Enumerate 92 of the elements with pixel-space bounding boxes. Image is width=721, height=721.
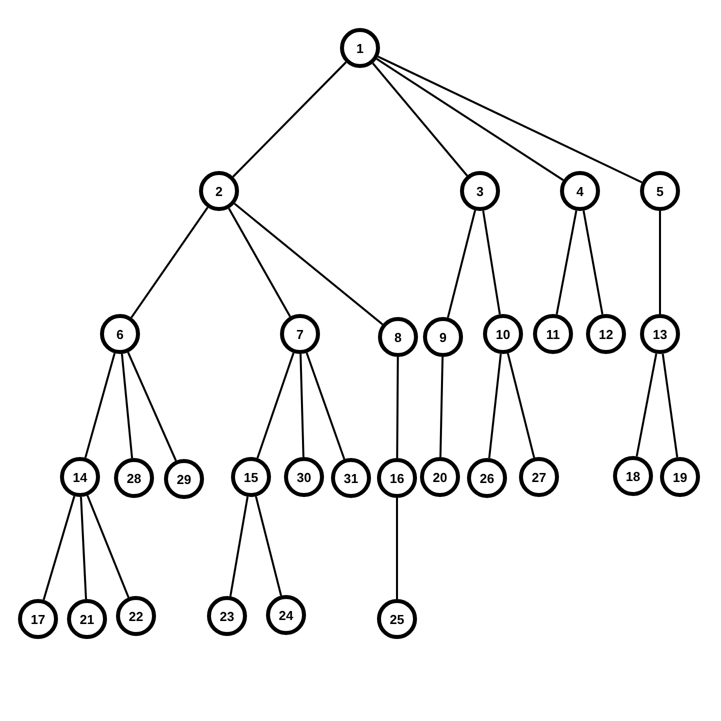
connector-line (662, 354, 678, 458)
tree-node-circle (423, 317, 463, 357)
connector-line (582, 210, 604, 314)
node-number: 7 (296, 326, 304, 342)
node-number: 19 (672, 470, 688, 484)
connector-line (396, 498, 398, 599)
node-number: 29 (176, 472, 192, 486)
tree-node-circle (378, 317, 418, 357)
tree-node-circle (231, 457, 271, 497)
tree-node-circle (164, 459, 204, 499)
node-number: 22 (128, 608, 144, 624)
connector-line (228, 208, 292, 318)
node-number: 6 (116, 326, 124, 342)
node-number: 15 (244, 470, 258, 484)
tree-node-circle (67, 599, 107, 639)
connector-line (439, 356, 444, 458)
tree-node-circle (18, 599, 58, 639)
connector-line (130, 206, 208, 318)
node-number: 20 (432, 470, 448, 484)
connector-line (376, 58, 564, 181)
node-number: 25 (390, 612, 404, 626)
node-number: 21 (80, 612, 94, 626)
connector-line (488, 354, 502, 458)
tree-node-circle (640, 314, 680, 354)
node-number: 26 (480, 470, 494, 486)
node-number: 30 (296, 470, 312, 484)
connector-line (659, 211, 661, 314)
connector-line (306, 352, 346, 460)
node-number: 2 (215, 184, 223, 198)
node-number: 11 (546, 326, 560, 342)
connector-line (256, 352, 294, 458)
node-number: 8 (394, 330, 402, 344)
tree-node-circle (660, 457, 700, 497)
connector-line (300, 354, 304, 458)
node-number: 17 (30, 612, 46, 626)
connector-line (396, 356, 399, 458)
connector-line (86, 495, 130, 598)
tree-node-circle (377, 599, 417, 639)
tree-node-circle (613, 456, 653, 496)
connector-line (254, 496, 282, 596)
tree-node-circle (114, 458, 154, 498)
connector-line (229, 496, 249, 596)
connector-line (556, 210, 578, 315)
tree-node-circle (377, 458, 417, 498)
connector-line (506, 353, 536, 458)
node-number: 31 (344, 470, 358, 486)
connector-line (234, 202, 384, 326)
tree-node-circle (280, 314, 320, 354)
tree-node-circle (100, 314, 140, 354)
node-number: 9 (439, 330, 447, 344)
node-number: 4 (576, 184, 584, 198)
connector-line (636, 353, 658, 457)
connector-line (232, 62, 347, 178)
tree-node-circle (519, 457, 559, 497)
tree-node-circle (331, 458, 371, 498)
tree-node-circle (483, 314, 523, 354)
node-number: 12 (598, 326, 614, 342)
connector-line (120, 354, 134, 458)
node-number: 23 (220, 608, 234, 624)
node-number: 14 (72, 470, 88, 484)
connector-line (80, 496, 88, 600)
node-number: 27 (532, 470, 546, 484)
tree-node-circle (467, 458, 507, 498)
node-number: 5 (656, 184, 664, 198)
node-number: 24 (278, 608, 294, 622)
connector-line (446, 210, 476, 318)
connector-line (378, 56, 642, 184)
tree-node-circle (420, 457, 460, 497)
connector-line (127, 352, 177, 462)
tree-node-circle (199, 171, 239, 211)
node-number: 18 (626, 468, 640, 484)
tree-node-circle (460, 171, 500, 211)
tree-node-circle (266, 595, 306, 635)
node-number: 1 (356, 40, 364, 56)
tree-node-circle (116, 596, 156, 636)
connector-line (84, 353, 116, 458)
tree-node-circle (560, 171, 600, 211)
connector-line (372, 62, 468, 176)
node-number: 10 (496, 326, 510, 342)
tree-node-circle (284, 457, 324, 497)
tree-node-circle (586, 314, 626, 354)
node-number: 13 (652, 326, 668, 342)
node-number: 3 (476, 184, 484, 198)
connector-line (42, 496, 76, 600)
node-number: 16 (390, 470, 404, 486)
connector-line (482, 210, 501, 314)
tree-node-circle (533, 314, 573, 354)
node-number: 28 (126, 470, 142, 486)
tree-node-circle (207, 596, 247, 636)
tree-node-circle (60, 457, 100, 497)
tree-node-circle (340, 28, 380, 68)
tree-node-circle (640, 171, 680, 211)
